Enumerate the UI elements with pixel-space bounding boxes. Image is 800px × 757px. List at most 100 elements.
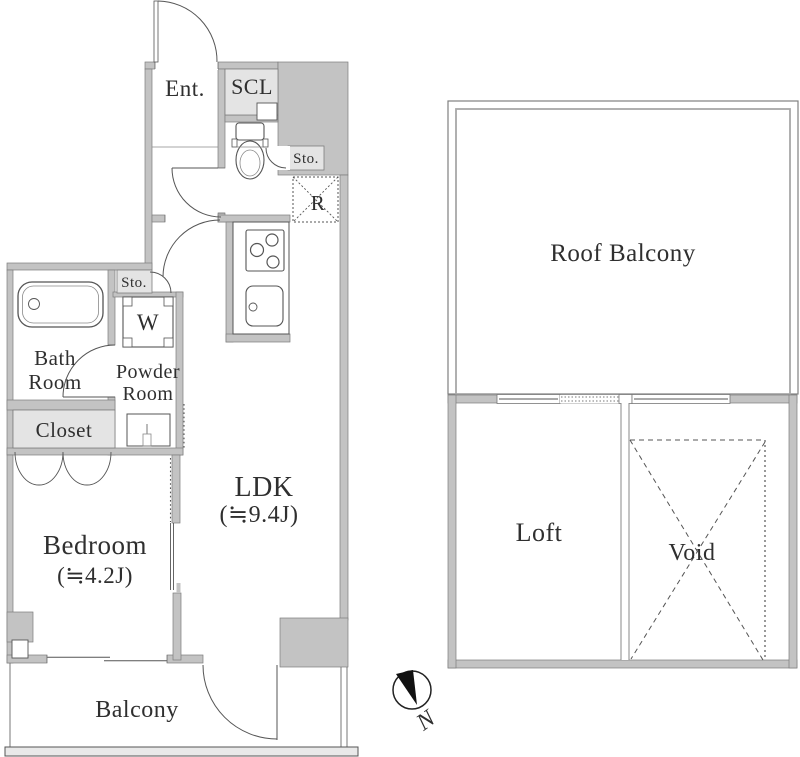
refrigerator-space <box>292 176 339 223</box>
kitchen-sink <box>245 285 284 327</box>
wall-segment <box>217 68 226 169</box>
wall-segment <box>788 394 798 669</box>
washer-pan-corner <box>122 296 133 307</box>
label-shoe-closet: SCL <box>231 74 273 99</box>
main-floor-unit: Ent. SCL Sto. R Sto. W Bath Room Powder … <box>4 0 359 757</box>
closet-area <box>12 409 116 449</box>
wall-segment <box>225 333 291 343</box>
bathtub-outer <box>17 281 104 328</box>
bathtub-inner <box>22 285 99 324</box>
ldk-door-opening <box>165 215 218 222</box>
wall-segment <box>6 447 184 456</box>
wall-segment <box>6 262 153 271</box>
bathtub <box>17 281 104 328</box>
stove-burner <box>265 233 279 247</box>
sink-faucet <box>248 302 258 312</box>
void-markings <box>629 439 766 661</box>
window-opening <box>47 655 167 663</box>
wall-segment <box>217 214 291 223</box>
label-balcony: Balcony <box>95 697 178 723</box>
label-bath-1: Bath <box>34 346 76 370</box>
balcony <box>4 663 359 757</box>
open-rail-band <box>560 395 622 403</box>
wall-segment <box>171 454 181 524</box>
wall-segment <box>339 174 349 621</box>
divider-notch <box>618 394 633 404</box>
wall-segment <box>144 68 153 271</box>
vanity-basin <box>142 433 152 447</box>
label-bedroom: Bedroom <box>43 530 147 560</box>
entrance-door-leaf <box>153 0 159 63</box>
bathtub-drain <box>28 298 40 310</box>
entrance-opening <box>155 61 218 70</box>
wall-segment <box>166 654 204 664</box>
label-storage-upper: Sto. <box>293 151 319 167</box>
toilet-bowl-inner <box>239 149 261 177</box>
divider-gap <box>621 403 629 660</box>
shoe-closet-shelf <box>256 102 278 121</box>
compass-icon: N <box>392 670 442 737</box>
closet-folding-doors <box>14 451 112 486</box>
wall-segment <box>225 221 234 343</box>
storage-upper-door-arc <box>265 147 287 169</box>
toilet-door-opening <box>218 168 225 213</box>
entrance-door-arc <box>157 0 218 63</box>
label-ldk-area: (≒9.4J) <box>220 502 299 528</box>
toilet-tank <box>235 122 265 141</box>
storage-door-opening <box>276 146 290 170</box>
balcony-slab <box>4 746 359 757</box>
loft-floor-unit: Roof Balcony Loft Void <box>447 100 799 669</box>
wall-segment <box>172 592 182 661</box>
label-storage-lower: Sto. <box>121 275 147 291</box>
wall-segment <box>6 611 34 643</box>
label-powder-2: Room <box>123 383 174 405</box>
label-ldk: LDK <box>234 472 293 503</box>
wall-segment <box>144 61 156 70</box>
storage-lower-area <box>116 269 153 294</box>
storage-lower-door-arc <box>149 271 172 294</box>
toilet-handle <box>262 138 269 148</box>
stove-burner <box>266 255 280 269</box>
corner-pillar <box>11 639 29 659</box>
washer-pan-corner <box>122 337 133 348</box>
loft-void-divider <box>620 403 630 660</box>
label-closet: Closet <box>36 418 93 442</box>
ldk-door-arc <box>162 219 221 278</box>
label-bedroom-area: (≒4.2J) <box>57 563 133 588</box>
washer-pan-corner <box>163 296 174 307</box>
label-roof-balcony: Roof Balcony <box>550 240 696 267</box>
entrance-door <box>153 0 218 63</box>
label-refrigerator: R <box>311 191 326 215</box>
wall-segment <box>279 617 349 668</box>
storage-upper-area <box>287 145 325 171</box>
wall-segment <box>447 394 457 669</box>
toilet-bowl <box>235 140 265 180</box>
washing-machine <box>122 296 174 348</box>
washer-pan-corner <box>163 337 174 348</box>
toilet-door-arc <box>171 167 222 218</box>
bedroom-window <box>46 655 168 663</box>
vanity-outline <box>126 413 171 447</box>
void-diagonal <box>629 439 764 661</box>
roof-balcony-outer <box>447 100 799 395</box>
bedroom-partition <box>169 404 185 593</box>
wall-segment <box>217 61 279 70</box>
wall-segment <box>6 269 14 456</box>
toilet-fixture <box>231 122 269 180</box>
wall-segment <box>6 399 116 411</box>
label-void: Void <box>669 540 716 566</box>
void-diagonal <box>630 441 766 660</box>
label-entrance: Ent. <box>165 76 205 101</box>
wall-segment <box>151 214 166 223</box>
label-loft: Loft <box>516 518 563 547</box>
wall-segment <box>447 659 798 669</box>
kitchen-counter <box>232 221 290 335</box>
toilet-handle <box>231 138 238 148</box>
stove-burner <box>249 242 265 258</box>
sliding-door-stub <box>176 583 181 593</box>
label-powder-1: Powder <box>116 361 180 383</box>
compass-needle <box>396 670 417 705</box>
bath-door-arc <box>62 344 116 398</box>
